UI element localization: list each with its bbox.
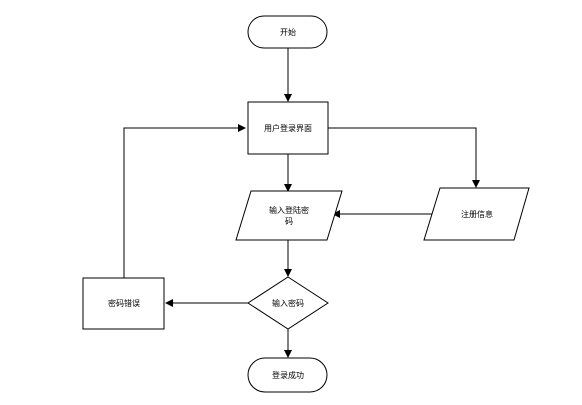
- node-input-credentials-label-line1: 输入登陆密: [269, 205, 309, 215]
- node-start-label: 开始: [280, 27, 296, 37]
- node-password-error: 密码错误: [82, 277, 165, 330]
- node-login-screen-label: 用户登录界面: [264, 123, 312, 133]
- node-input-credentials: 输入登陆密 码: [235, 190, 343, 241]
- node-check-password: 输入密码: [247, 276, 329, 330]
- edge-error-to-login: [123, 124, 246, 278]
- node-login-success-label: 登录成功: [272, 370, 304, 380]
- node-input-credentials-label-line2: 码: [285, 217, 293, 226]
- node-start: 开始: [247, 15, 328, 49]
- node-register-info: 注册信息: [423, 187, 530, 241]
- node-password-error-label: 密码错误: [108, 298, 140, 308]
- node-check-password-label: 输入密码: [272, 298, 304, 308]
- node-register-info-label: 注册信息: [461, 209, 493, 219]
- edge-login-to-register: [328, 127, 480, 188]
- node-login-screen: 用户登录界面: [247, 101, 329, 155]
- node-login-success: 登录成功: [247, 357, 328, 393]
